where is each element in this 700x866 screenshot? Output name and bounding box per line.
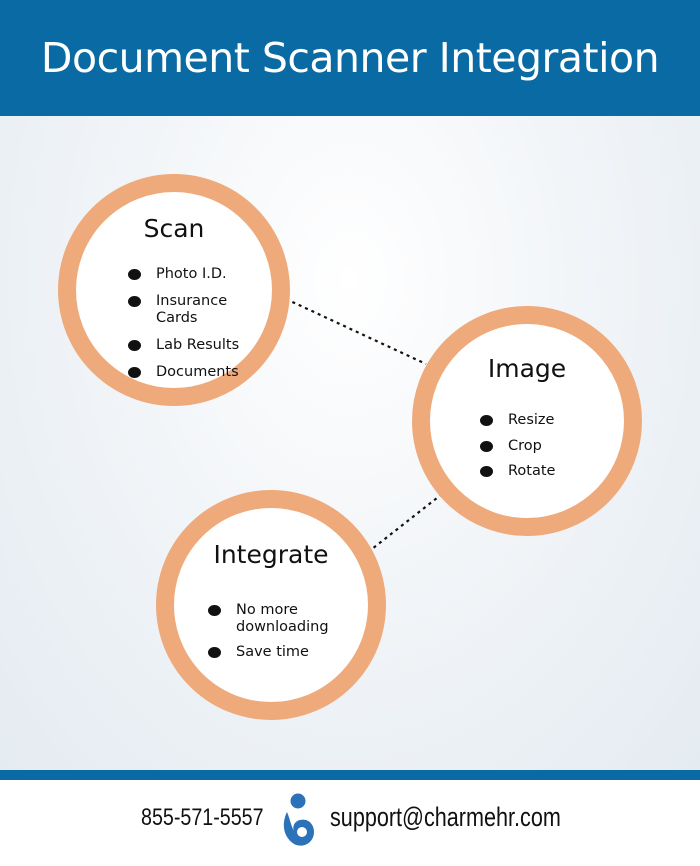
node-item-list: No more downloading Save time — [208, 602, 329, 669]
connector-image-integrate — [371, 493, 443, 550]
bullet-icon — [128, 269, 141, 280]
person-logo-icon — [283, 793, 314, 846]
list-item-label: Photo I.D. — [156, 266, 227, 282]
list-item: Insurance Cards — [128, 293, 272, 327]
list-item: Resize — [480, 412, 555, 429]
list-item: Lab Results — [128, 337, 272, 354]
list-item: Save time — [208, 644, 328, 661]
page-title: Document Scanner Integration — [40, 34, 660, 82]
bullet-icon — [480, 415, 493, 426]
node-scan: Scan Photo I.D. Insurance Cards Lab Resu… — [58, 174, 290, 406]
connector-scan-image — [285, 298, 427, 365]
list-item-label: Insurance Cards — [156, 293, 228, 326]
connector-layer — [285, 298, 443, 550]
node-title: Scan — [143, 214, 205, 243]
node-integrate: Integrate No more downloading Save time — [156, 490, 386, 720]
list-item-label: Lab Results — [156, 337, 240, 353]
list-item-label: Save time — [236, 644, 309, 660]
node-item-list: Photo I.D. Insurance Cards Lab Results D… — [128, 266, 272, 391]
header-banner: Document Scanner Integration — [0, 0, 700, 116]
list-item: Crop — [480, 438, 555, 455]
node-item-list: Resize Crop Rotate — [480, 412, 555, 489]
list-item: No more downloading — [208, 602, 329, 636]
phone-number: 855-571-5557 — [141, 804, 264, 831]
bullet-icon — [128, 367, 141, 378]
footer-divider — [0, 770, 700, 780]
list-item-label: Rotate — [508, 463, 556, 479]
list-item-label: Resize — [508, 412, 555, 428]
list-item-label: Documents — [156, 364, 239, 380]
list-item: Documents — [128, 364, 272, 381]
node-image: Image Resize Crop Rotate — [412, 306, 642, 536]
bullet-icon — [208, 605, 221, 616]
node-title: Image — [487, 354, 567, 383]
footer: 855-571-5557 support@charmehr.com — [0, 780, 700, 866]
list-item-label: Crop — [508, 437, 542, 454]
bullet-icon — [128, 340, 141, 351]
bullet-icon — [480, 440, 493, 452]
bullet-icon — [128, 296, 141, 307]
list-item-label: No more downloading — [236, 602, 329, 635]
support-email-link[interactable]: support@charmehr.com — [330, 802, 561, 832]
bullet-icon — [208, 647, 221, 658]
bullet-icon — [480, 466, 493, 477]
diagram-canvas: Scan Photo I.D. Insurance Cards Lab Resu… — [0, 116, 700, 770]
list-item: Rotate — [480, 463, 555, 480]
list-item: Photo I.D. — [128, 266, 272, 283]
node-title: Integrate — [213, 540, 329, 569]
